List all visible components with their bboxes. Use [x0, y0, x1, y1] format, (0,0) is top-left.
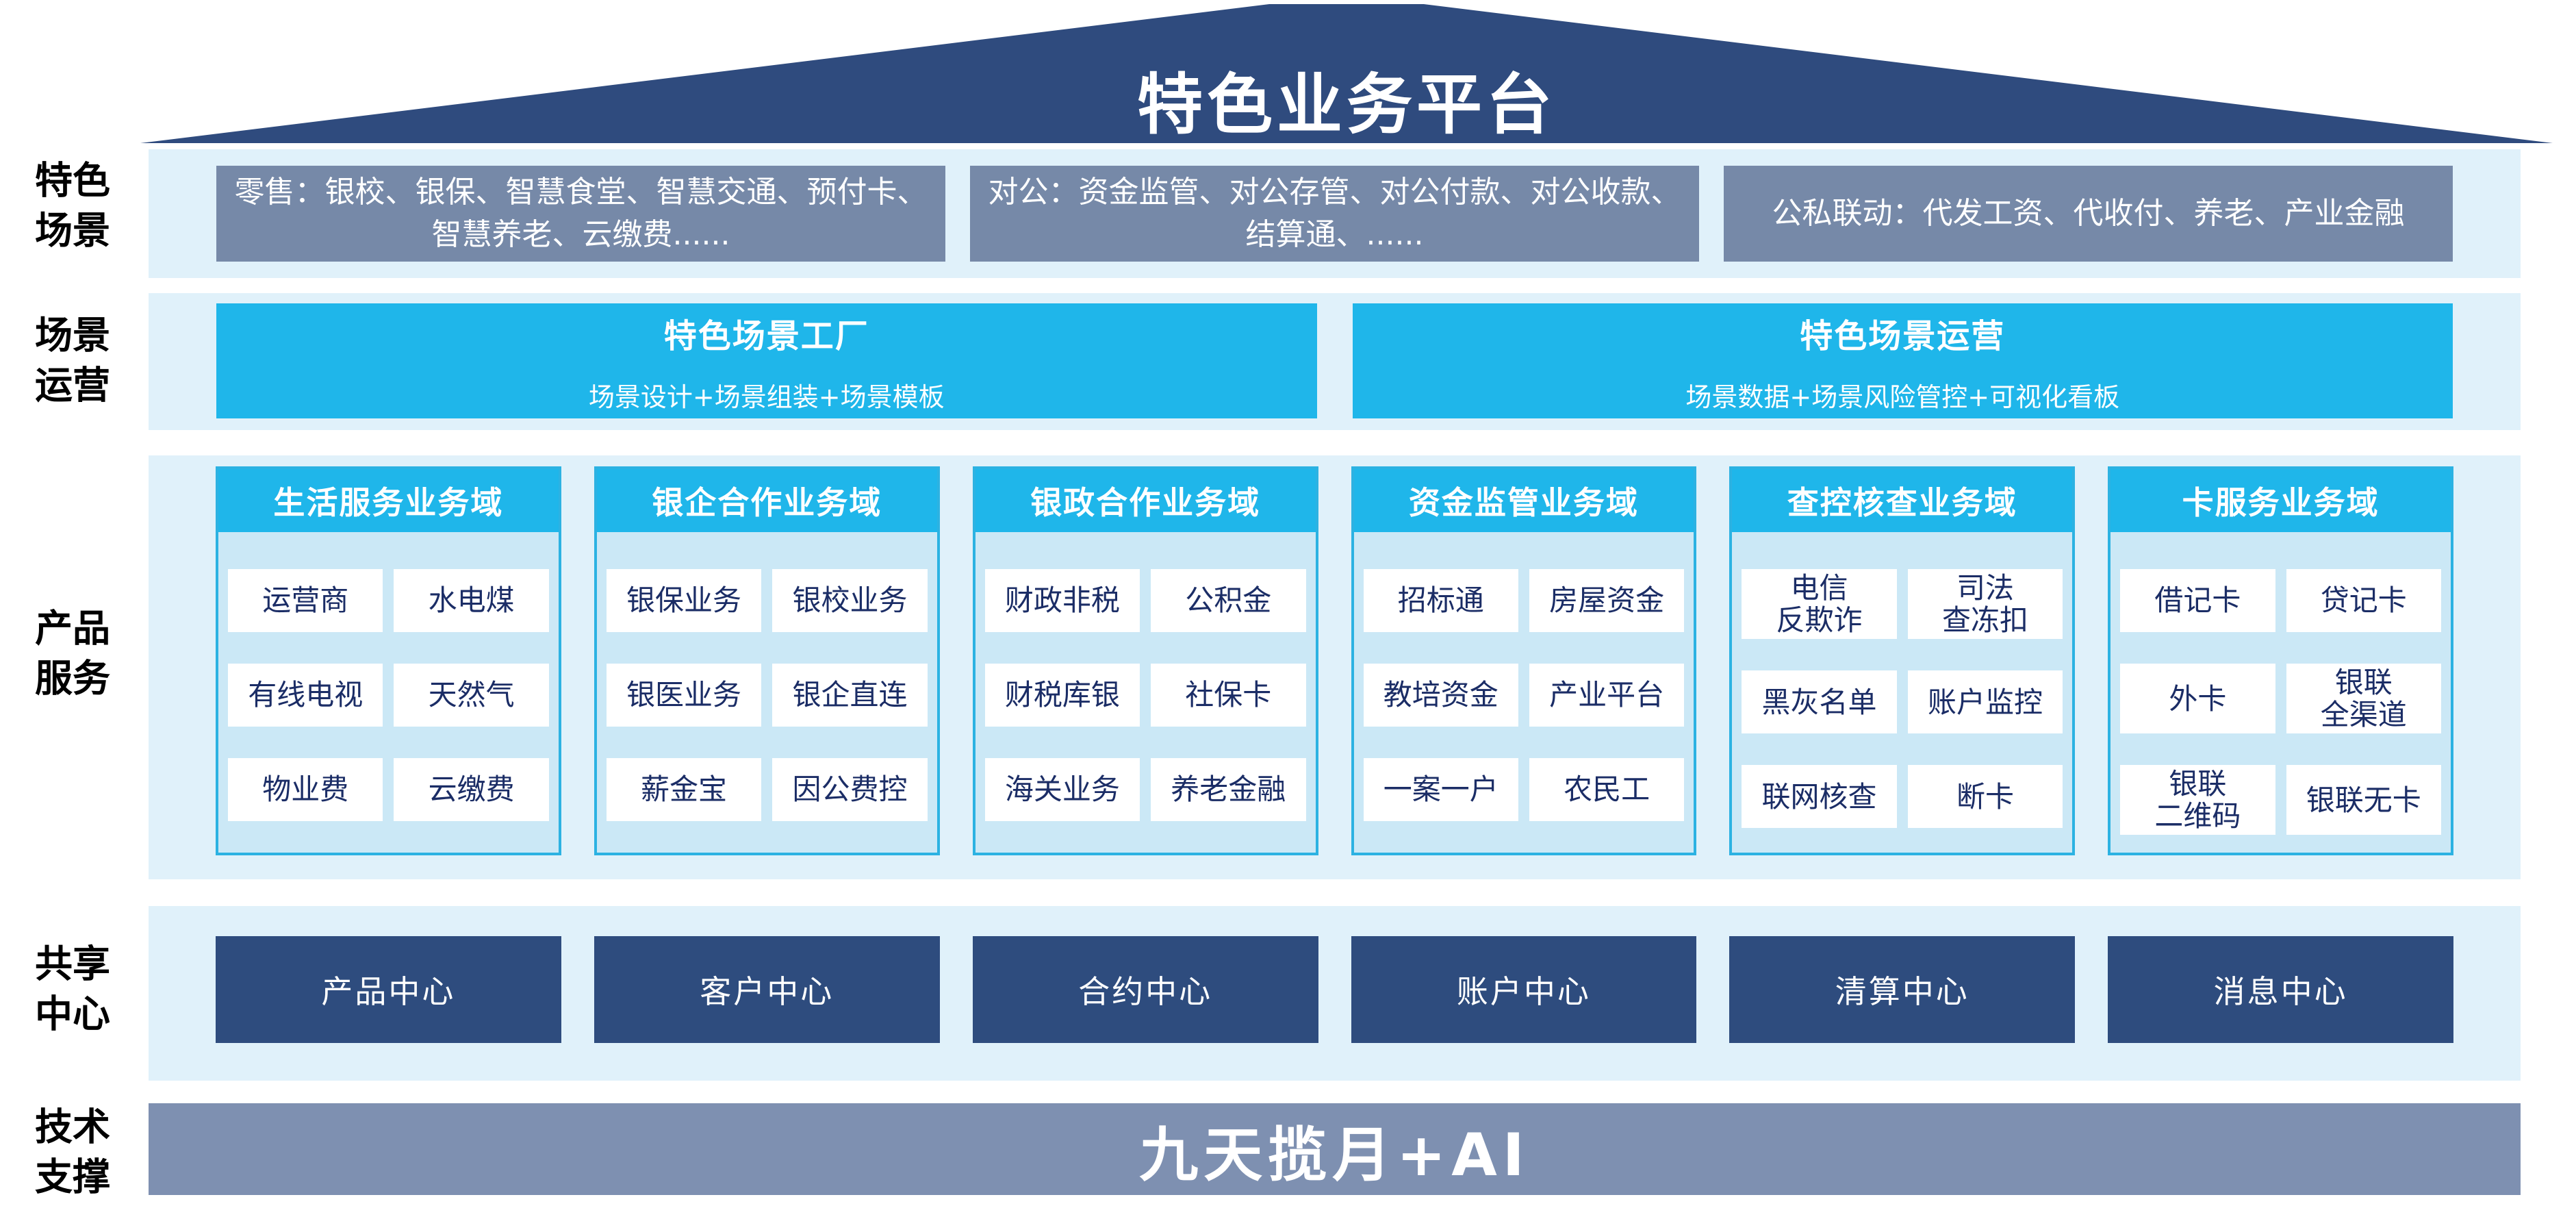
product-cell: 黑灰名单 — [1742, 670, 1897, 734]
side-label-operation: 场景 运营 — [34, 313, 110, 407]
product-column-bank-enterprise: 银企合作业务域 银保业务 银校业务 银医业务 银企直连 薪金宝 因公费控 — [594, 466, 940, 856]
tech-support-label: 九天揽月+AI — [1139, 1120, 1530, 1190]
band-featured-scenes: 零售：银校、银保、智慧食堂、智慧交通、预付卡、智慧养老、云缴费...... 对公… — [149, 149, 2521, 278]
product-cell: 招标通 — [1363, 569, 1518, 632]
product-cell: 公积金 — [1151, 569, 1306, 632]
tech-support-bar: 九天揽月+AI — [149, 1103, 2521, 1195]
center-box-account: 账户中心 — [1351, 936, 1697, 1043]
scene-box-retail: 零售：银校、银保、智慧食堂、智慧交通、预付卡、智慧养老、云缴费...... — [216, 166, 945, 262]
product-cell: 水电煤 — [394, 569, 549, 632]
center-box-message: 消息中心 — [2108, 936, 2453, 1043]
center-box-product: 产品中心 — [216, 936, 561, 1043]
product-cell: 有线电视 — [228, 664, 383, 727]
band-scene-operation: 特色场景工厂 场景设计+场景组装+场景模板 特色场景运营 场景数据+场景风险管控… — [149, 293, 2521, 430]
product-cell: 贷记卡 — [2286, 569, 2441, 632]
product-cell: 教培资金 — [1363, 664, 1518, 727]
scene-box-corporate: 对公：资金监管、对公存管、对公付款、对公收款、结算通、...... — [970, 166, 1699, 262]
product-cell: 银联 二维码 — [2120, 765, 2275, 835]
product-column-life-services: 生活服务业务域 运营商 水电煤 有线电视 天然气 物业费 云缴费 — [216, 466, 561, 856]
scene-ops-box: 特色场景运营 场景数据+场景风险管控+可视化看板 — [1352, 303, 2453, 418]
product-column-body: 电信 反欺诈 司法 查冻扣 黑灰名单 账户监控 联网核查 断卡 — [1732, 532, 2072, 853]
side-label-shared: 共享 中心 — [34, 942, 110, 1035]
product-column-body: 借记卡 贷记卡 外卡 银联 全渠道 银联 二维码 银联无卡 — [2110, 532, 2451, 853]
product-cell: 外卡 — [2120, 664, 2275, 734]
product-column-header: 查控核查业务域 — [1732, 469, 2073, 532]
scene-box-linkage: 公私联动：代发工资、代收付、养老、产业金融 — [1724, 166, 2453, 262]
product-cell: 电信 反欺诈 — [1742, 569, 1897, 640]
product-column-inquiry-verification: 查控核查业务域 电信 反欺诈 司法 查冻扣 黑灰名单 账户监控 联网核查 断卡 — [1729, 466, 2076, 856]
product-column-body: 银保业务 银校业务 银医业务 银企直连 薪金宝 因公费控 — [597, 532, 937, 853]
product-cell: 产业平台 — [1529, 664, 1685, 727]
product-column-body: 财政非税 公积金 财税库银 社保卡 海关业务 养老金融 — [975, 532, 1316, 853]
product-cell: 运营商 — [228, 569, 383, 632]
scene-factory-box: 特色场景工厂 场景设计+场景组装+场景模板 — [216, 303, 1317, 418]
roof-banner: 特色业务平台 — [140, 4, 2553, 143]
scene-ops-title: 特色场景运营 — [1800, 316, 2006, 355]
scene-ops-subtitle: 场景数据+场景风险管控+可视化看板 — [1685, 381, 2120, 412]
product-column-header: 资金监管业务域 — [1353, 469, 1694, 532]
scene-factory-title: 特色场景工厂 — [663, 316, 869, 355]
product-column-fund-supervision: 资金监管业务域 招标通 房屋资金 教培资金 产业平台 一案一户 农民工 — [1351, 466, 1697, 856]
product-cell: 银校业务 — [772, 569, 928, 632]
product-cell: 银医业务 — [606, 664, 762, 727]
product-column-header: 卡服务业务域 — [2110, 469, 2451, 532]
product-cell: 海关业务 — [984, 758, 1140, 821]
product-cell: 天然气 — [394, 664, 549, 727]
product-column-header: 生活服务业务域 — [218, 469, 559, 532]
product-cell: 借记卡 — [2120, 569, 2275, 632]
product-cell: 农民工 — [1529, 758, 1685, 821]
product-cell: 云缴费 — [394, 758, 549, 821]
product-cell: 联网核查 — [1742, 765, 1897, 829]
product-cell: 财政非税 — [984, 569, 1140, 632]
center-box-clearing: 清算中心 — [1729, 936, 2076, 1043]
product-column-header: 银企合作业务域 — [596, 469, 937, 532]
product-cell: 因公费控 — [772, 758, 928, 821]
product-cell: 账户监控 — [1907, 670, 2063, 734]
product-column-body: 运营商 水电煤 有线电视 天然气 物业费 云缴费 — [218, 532, 559, 853]
product-column-header: 银政合作业务域 — [975, 469, 1316, 532]
product-cell: 薪金宝 — [606, 758, 762, 821]
product-cell: 一案一户 — [1363, 758, 1518, 821]
band-product-services: 生活服务业务域 运营商 水电煤 有线电视 天然气 物业费 云缴费 银企合作业务域… — [149, 455, 2521, 879]
band-shared-centers: 产品中心 客户中心 合约中心 账户中心 清算中心 消息中心 — [149, 906, 2521, 1081]
scene-factory-subtitle: 场景设计+场景组装+场景模板 — [588, 381, 945, 412]
product-cell: 银联无卡 — [2286, 765, 2441, 835]
product-cell: 司法 查冻扣 — [1907, 569, 2063, 640]
side-label-scenes: 特色 场景 — [34, 158, 110, 252]
product-cell: 银企直连 — [772, 664, 928, 727]
product-cell: 财税库银 — [984, 664, 1140, 727]
side-label-tech: 技术 支撑 — [34, 1105, 110, 1198]
product-cell: 社保卡 — [1151, 664, 1306, 727]
product-column-card-services: 卡服务业务域 借记卡 贷记卡 外卡 银联 全渠道 银联 二维码 银联无卡 — [2108, 466, 2453, 856]
platform-title: 特色业务平台 — [1137, 66, 1556, 143]
product-cell: 物业费 — [228, 758, 383, 821]
product-cell: 银保业务 — [606, 569, 762, 632]
product-column-bank-government: 银政合作业务域 财政非税 公积金 财税库银 社保卡 海关业务 养老金融 — [972, 466, 1318, 856]
product-cell: 养老金融 — [1151, 758, 1306, 821]
center-box-customer: 客户中心 — [594, 936, 940, 1043]
product-cell: 房屋资金 — [1529, 569, 1685, 632]
center-box-contract: 合约中心 — [972, 936, 1318, 1043]
product-column-body: 招标通 房屋资金 教培资金 产业平台 一案一户 农民工 — [1354, 532, 1694, 853]
product-cell: 断卡 — [1907, 765, 2063, 829]
product-cell: 银联 全渠道 — [2286, 664, 2441, 734]
side-label-products: 产品 服务 — [34, 606, 110, 700]
